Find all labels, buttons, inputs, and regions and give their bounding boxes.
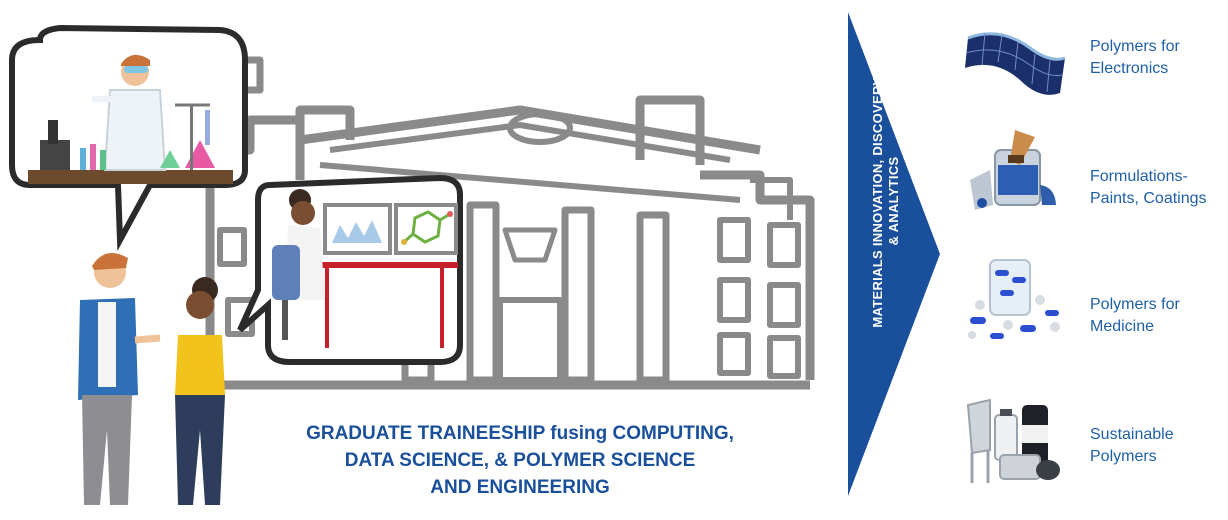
- category-sustainable-line-1: Sustainable: [1090, 426, 1174, 443]
- solar-panel-icon: [965, 32, 1066, 95]
- category-sustainable: Sustainable Polymers: [1090, 424, 1174, 468]
- recycled-containers-icon: [966, 398, 1060, 483]
- category-electronics-line-1: Polymers for: [1090, 38, 1180, 55]
- category-medicine-line-1: Polymers for: [1090, 296, 1180, 313]
- student-man-figure: [78, 253, 161, 505]
- category-paints-coatings: Formulations- Paints, Coatings: [1090, 166, 1207, 210]
- illustration-scene: [9, 24, 815, 505]
- chemist-speech-bubble: [9, 24, 248, 252]
- lab-equipment: [40, 103, 215, 170]
- category-sustainable-line-2: Polymers: [1090, 448, 1157, 465]
- traineeship-headline: GRADUATE TRAINEESHIP fusing COMPUTING, D…: [250, 420, 790, 501]
- pills-icon: [968, 259, 1060, 339]
- headline-line-3: AND ENGINEERING: [430, 477, 610, 498]
- data-scientist-speech-bubble: [237, 174, 463, 365]
- category-medicine: Polymers for Medicine: [1090, 294, 1180, 338]
- headline-line-1: GRADUATE TRAINEESHIP fusing COMPUTING,: [306, 423, 734, 444]
- arrow-label: MATERIALS INNOVATION, DISCOVERY, & ANALY…: [870, 16, 914, 386]
- paint-can-icon: [970, 130, 1056, 210]
- category-paints-line-1: Formulations-: [1090, 168, 1188, 185]
- category-medicine-line-2: Medicine: [1090, 318, 1155, 335]
- category-paints-line-2: Paints, Coatings: [1090, 190, 1207, 207]
- arrow-label-line-1: MATERIALS INNOVATION, DISCOVERY,: [870, 74, 885, 328]
- arrow-label-line-2: & ANALYTICS: [886, 156, 901, 246]
- data-scientist-figure: [272, 189, 325, 340]
- category-electronics: Polymers for Electronics: [1090, 36, 1180, 80]
- materials-innovation-arrow: [848, 12, 940, 496]
- chemist-figure: [92, 54, 167, 171]
- headline-line-2: DATA SCIENCE, & POLYMER SCIENCE: [344, 450, 696, 471]
- student-woman-figure: [175, 277, 225, 505]
- category-electronics-line-2: Electronics: [1090, 60, 1169, 77]
